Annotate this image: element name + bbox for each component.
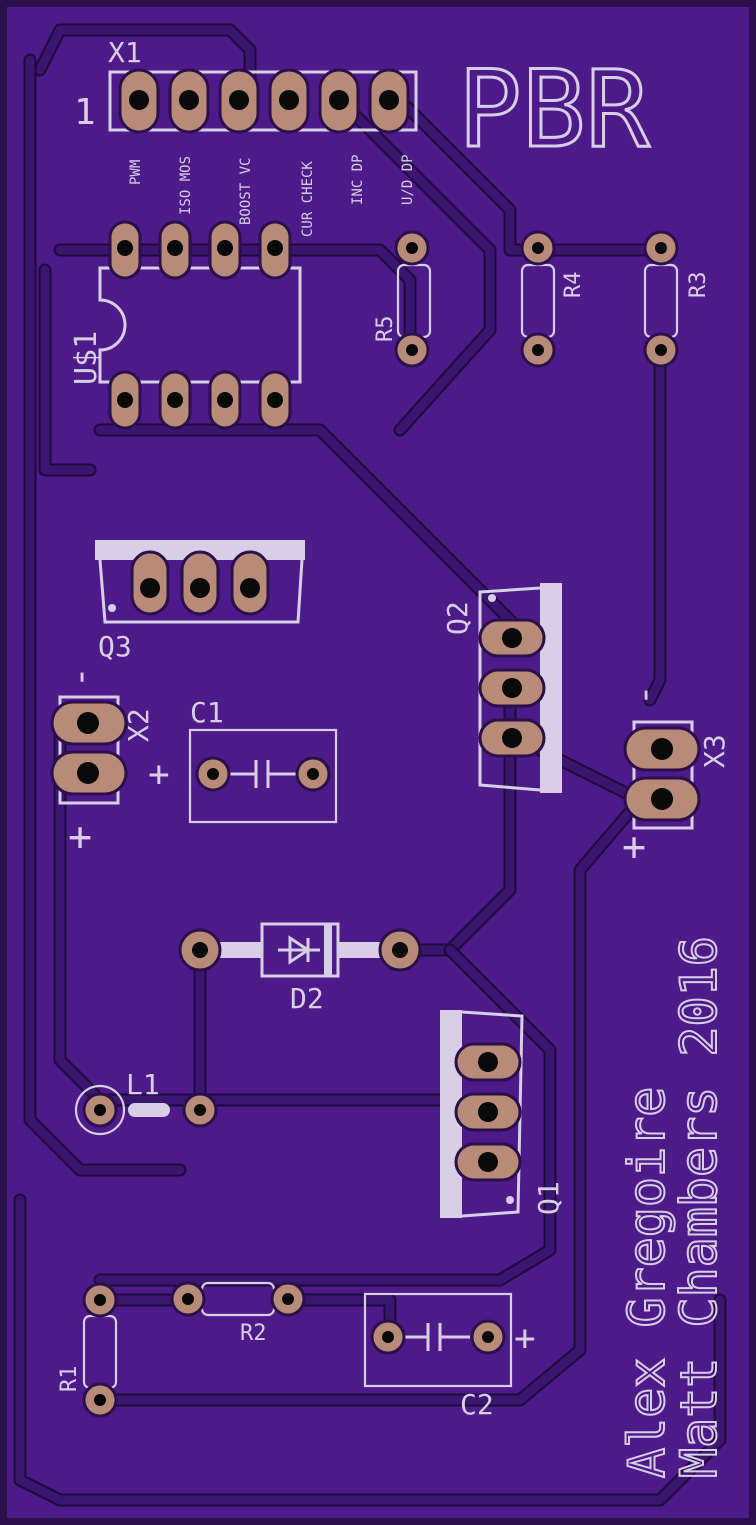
- transistor-q1-label: Q1: [532, 1181, 565, 1215]
- capacitor-c1: C1 +: [148, 696, 338, 824]
- transistor-q1: Q1: [440, 1010, 565, 1218]
- capacitor-c2-plus: +: [514, 1318, 536, 1359]
- resistor-r1: R1: [57, 1282, 118, 1418]
- resistor-r4: R4: [520, 230, 586, 368]
- resistor-r2: R2: [170, 1281, 306, 1346]
- copper-traces: [13, 23, 727, 1507]
- transistor-q2: Q2: [441, 583, 562, 793]
- resistor-r2-label: R2: [240, 1321, 267, 1346]
- capacitor-c2-label: C2: [460, 1388, 494, 1421]
- capacitor-c1-plus: +: [148, 754, 170, 795]
- connector-x1-pads: [118, 68, 410, 134]
- resistor-r1-label: R1: [57, 1366, 82, 1393]
- connector-x3-label: X3: [698, 734, 731, 768]
- connector-x1: X1 1 PWM ISO MOS BOOST VC CUR CHECK INC …: [74, 36, 418, 237]
- connector-x3-plus: +: [622, 824, 646, 870]
- ic-u1-label: U$1: [69, 331, 104, 385]
- connector-x3-minus: -: [624, 684, 665, 706]
- connector-x1-pin1-marker: 1: [74, 92, 96, 133]
- connector-x1-pin-label: BOOST VC: [238, 158, 254, 225]
- inductor-l1: L1: [74, 1068, 218, 1136]
- credit-line-1: Alex Gregoire: [618, 1087, 676, 1478]
- connector-x1-pin-label: PWM: [128, 160, 144, 185]
- connector-x3: X3 - +: [622, 684, 731, 870]
- connector-x2-label: X2: [122, 708, 155, 742]
- ic-u1-pads: [108, 220, 292, 430]
- connector-x2: X2 - +: [50, 666, 155, 860]
- connector-x1-ref: X1: [108, 36, 142, 69]
- capacitor-c1-label: C1: [190, 696, 224, 729]
- connector-x1-pin-label: CUR CHECK: [300, 161, 316, 237]
- connector-x2-minus: -: [60, 666, 101, 688]
- resistor-r3-label: R3: [686, 272, 711, 299]
- resistor-r5-label: R5: [373, 316, 398, 343]
- ic-u1: U$1: [69, 220, 302, 430]
- credit-line-2: Matt Chambers 2016: [670, 936, 728, 1478]
- connector-x1-pin-label: U/D DP: [400, 154, 416, 205]
- diode-d2: D2: [178, 922, 422, 1015]
- connector-x2-plus: +: [68, 814, 92, 860]
- resistor-r5: R5: [373, 230, 432, 368]
- resistor-r3: R3: [643, 230, 711, 368]
- diode-d2-label: D2: [290, 982, 324, 1015]
- board-title: PBR: [458, 48, 650, 171]
- transistor-q2-label: Q2: [441, 601, 474, 635]
- capacitor-c2: C2 +: [363, 1292, 536, 1421]
- resistor-r4-label: R4: [561, 272, 586, 299]
- connector-x1-pin-label: INC DP: [350, 154, 366, 205]
- transistor-q3: Q3: [95, 540, 305, 663]
- connector-x1-pin-label: ISO MOS: [178, 156, 194, 215]
- inductor-l1-label: L1: [126, 1068, 160, 1101]
- transistor-q3-label: Q3: [98, 630, 132, 663]
